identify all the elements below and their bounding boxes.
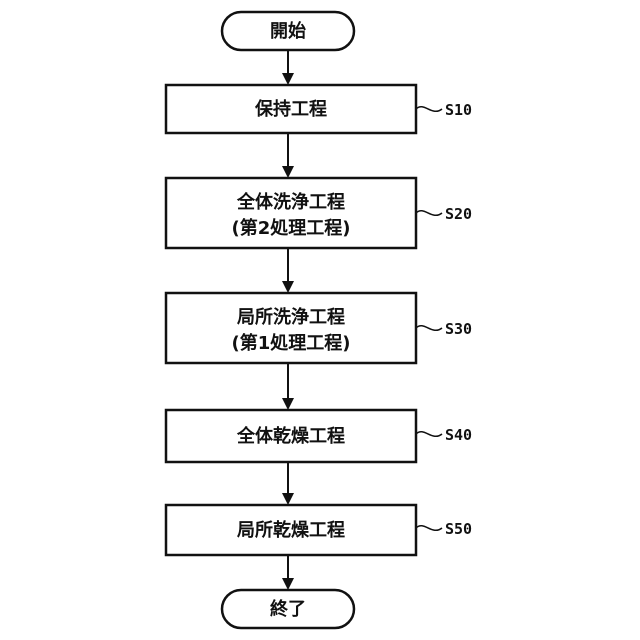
connector-start-s10	[282, 50, 294, 85]
process-label-s30-line1: 局所洗浄工程	[237, 306, 345, 328]
step-id-s50: S50	[445, 520, 472, 538]
process-box-s10: 保持工程	[166, 85, 416, 133]
connector-s30-s40	[282, 363, 294, 410]
process-label-s20-line2: (第2処理工程)	[232, 217, 351, 239]
leader-s40	[416, 432, 442, 437]
process-label-s10: 保持工程	[254, 98, 327, 120]
connector-s40-s50	[282, 462, 294, 505]
process-label-s20-line1: 全体洗浄工程	[236, 191, 345, 213]
step-id-s20: S20	[445, 205, 472, 223]
leader-s10	[416, 107, 442, 112]
step-id-s40: S40	[445, 426, 472, 444]
connector-s20-s30	[282, 248, 294, 293]
start-label: 開始	[270, 20, 306, 42]
end-terminal: 終了	[222, 590, 354, 628]
process-label-s50: 局所乾燥工程	[237, 519, 345, 541]
leader-s30	[416, 326, 442, 331]
process-box-s50: 局所乾燥工程	[166, 505, 416, 555]
connector-s50-end	[282, 555, 294, 590]
process-box-s30: 局所洗浄工程 (第1処理工程)	[166, 293, 416, 363]
process-box-s20: 全体洗浄工程 (第2処理工程)	[166, 178, 416, 248]
leader-s20	[416, 211, 442, 216]
step-id-s10: S10	[445, 101, 472, 119]
step-id-s30: S30	[445, 320, 472, 338]
process-label-s30-line2: (第1処理工程)	[232, 332, 351, 354]
connector-s10-s20	[282, 133, 294, 178]
start-terminal: 開始	[222, 12, 354, 50]
leader-s50	[416, 526, 442, 531]
end-label: 終了	[270, 598, 306, 620]
process-box-s40: 全体乾燥工程	[166, 410, 416, 462]
process-label-s40: 全体乾燥工程	[236, 425, 345, 447]
